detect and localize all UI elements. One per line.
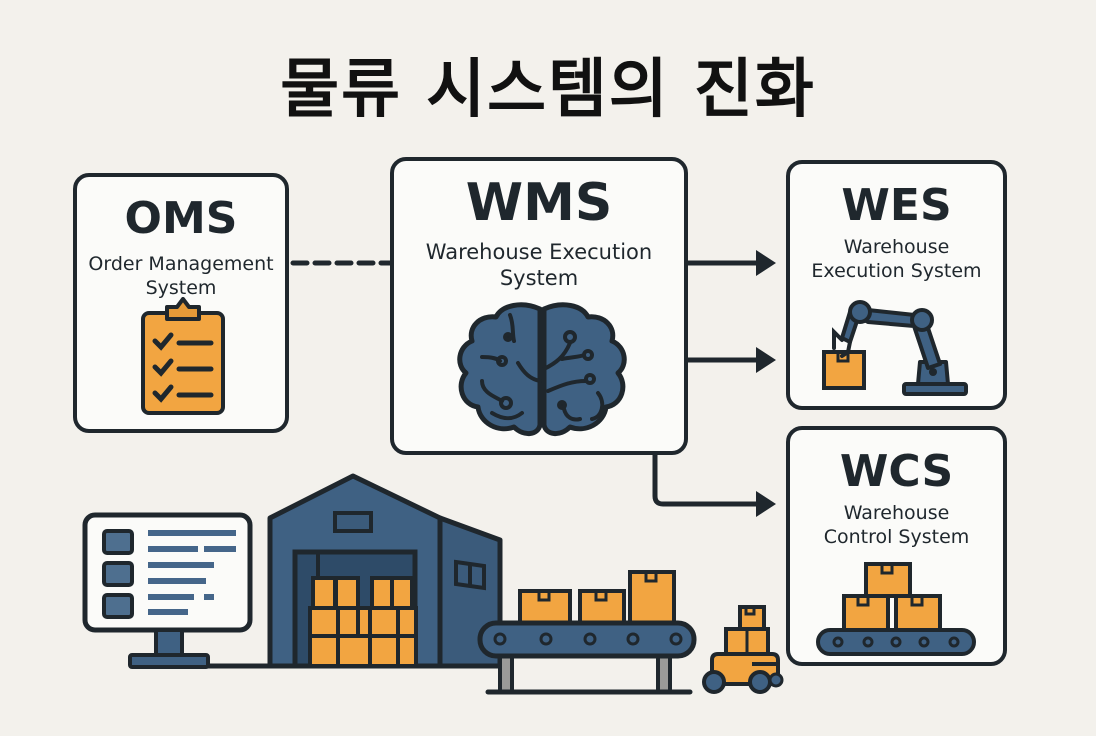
wms-full-name: Warehouse Execution System [394,239,684,292]
robot-arm-icon [822,300,968,396]
wms-full-line1: Warehouse Execution [425,240,653,264]
wcs-full-line2: Control System [823,525,970,548]
page-title: 물류 시스템의 진화 [280,53,816,127]
brain-circuit-icon [457,302,627,436]
wcs-card: WCS Warehouse Control System [786,426,1007,666]
oms-card: OMS Order Management System [73,173,289,433]
wms-card: WMS Warehouse Execution System [390,157,688,455]
wms-full-line2: System [499,266,579,291]
wms-abbr: WMS [465,173,613,233]
wes-abbr: WES [841,180,952,231]
wes-full-line1: Warehouse [843,236,950,258]
arrow-wms-to-wcs [652,455,776,517]
warehouse-icon [267,473,503,669]
oms-full-name: Order Management System [77,253,285,301]
computer-monitor-icon [82,512,253,669]
conveyor-belt-icon [477,570,697,695]
oms-full-line1: Order Management [88,253,274,275]
wes-card: WES Warehouse Execution System [786,160,1007,410]
oms-abbr: OMS [124,193,238,244]
wcs-full-name: Warehouse Control System [790,502,1003,550]
arrow-wms-to-wes-2 [688,347,776,373]
clipboard-checklist-icon [141,297,225,415]
oms-full-line2: System [145,276,217,299]
wes-full-line2: Execution System [811,259,982,282]
conveyor-boxes-icon [816,562,976,656]
arrow-wms-to-wes-1 [688,250,776,276]
forklift-icon [702,605,784,694]
wcs-full-line1: Warehouse [843,502,950,524]
wes-full-name: Warehouse Execution System [790,236,1003,284]
wcs-abbr: WCS [839,446,954,497]
